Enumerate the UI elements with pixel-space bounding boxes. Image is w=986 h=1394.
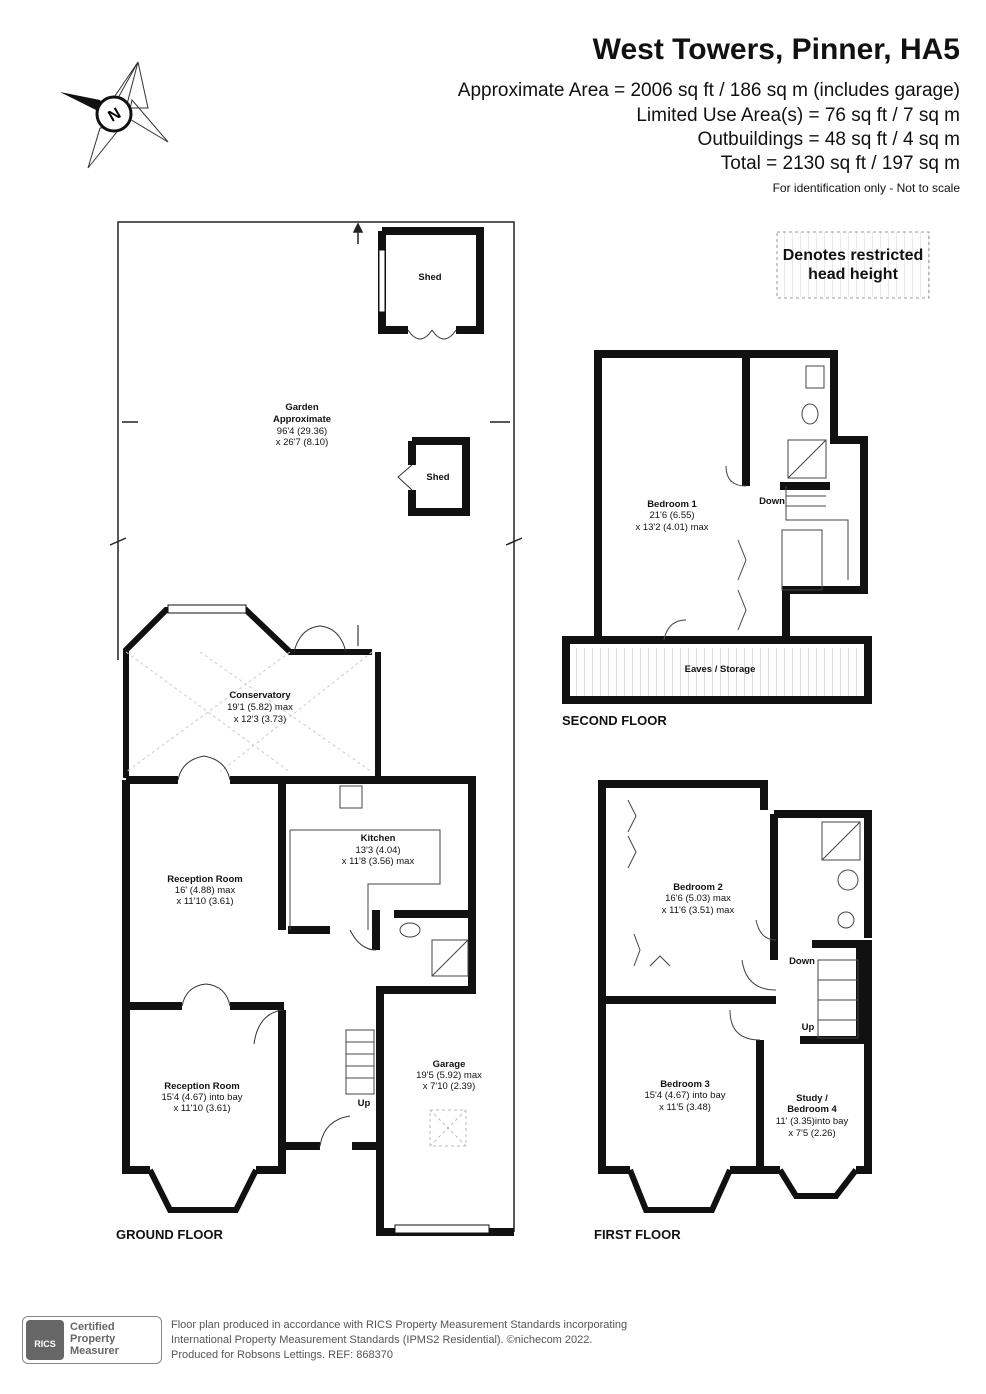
svg-text:96'4 (29.36): 96'4 (29.36): [277, 426, 327, 437]
first-stairs-up: Up: [802, 1022, 815, 1033]
rics-certified-logo: [22, 1316, 162, 1364]
first-floor-fixtures: [627, 799, 861, 1041]
svg-text:x 13'2 (4.01) max: x 13'2 (4.01) max: [635, 522, 708, 533]
svg-text:Garage: Garage: [433, 1059, 466, 1070]
restricted-height-legend: Denotes restricted head height: [776, 231, 930, 299]
svg-text:Study /: Study /: [796, 1093, 828, 1104]
svg-text:Reception Room: Reception Room: [167, 874, 242, 885]
shed-middle: [397, 437, 470, 516]
first-floor-label: FIRST FLOOR: [594, 1227, 681, 1242]
svg-text:11' (3.35)into bay: 11' (3.35)into bay: [776, 1116, 849, 1127]
svg-text:Bedroom 2: Bedroom 2: [673, 882, 723, 893]
first-stairs-down: Down: [789, 956, 815, 967]
reception-room-2-label: Reception Room 15'4 (4.67) into bay x 11…: [161, 1081, 242, 1114]
garage-skylight: [429, 1109, 467, 1147]
study-label: Study / Bedroom 4 11' (3.35)into bay x 7…: [776, 1093, 849, 1139]
ground-floor-walls: [122, 776, 514, 1236]
svg-text:x 11'8 (3.56) max: x 11'8 (3.56) max: [342, 856, 415, 867]
garage-label: Garage 19'5 (5.92) max x 7'10 (2.39): [416, 1059, 482, 1092]
first-bay-study: [777, 1168, 859, 1199]
svg-text:13'3 (4.04): 13'3 (4.04): [355, 845, 400, 856]
svg-text:19'5 (5.92) max: 19'5 (5.92) max: [416, 1070, 482, 1081]
bedroom-3-label: Bedroom 3 15'4 (4.67) into bay x 11'5 (3…: [644, 1079, 725, 1113]
scale-note: For identification only - Not to scale: [772, 181, 960, 195]
compass-icon: N: [60, 61, 169, 169]
svg-text:Approximate: Approximate: [273, 414, 331, 425]
ground-bay-window: [147, 1168, 259, 1213]
svg-text:Garden: Garden: [285, 402, 318, 413]
bedroom-2-label: Bedroom 2 16'6 (5.03) max x 11'6 (3.51) …: [662, 882, 735, 916]
svg-text:21'6 (6.55): 21'6 (6.55): [649, 510, 694, 521]
area-total: Total = 2130 sq ft / 197 sq m: [720, 153, 960, 174]
eaves-hatch: [570, 648, 864, 696]
svg-text:Bedroom 1: Bedroom 1: [647, 499, 697, 510]
ground-floor-label: GROUND FLOOR: [116, 1227, 223, 1242]
svg-text:x 11'10 (3.61): x 11'10 (3.61): [173, 1103, 230, 1114]
reception-room-1-label: Reception Room 16' (4.88) max x 11'10 (3…: [167, 874, 242, 907]
kitchen-label: Kitchen 13'3 (4.04) x 11'8 (3.56) max: [342, 833, 415, 867]
garden-label: Garden Approximate 96'4 (29.36) x 26'7 (…: [273, 402, 331, 448]
svg-text:Kitchen: Kitchen: [361, 833, 396, 844]
svg-text:x 11'5 (3.48): x 11'5 (3.48): [659, 1102, 711, 1113]
svg-text:Bedroom 3: Bedroom 3: [660, 1079, 710, 1090]
area-limited-use: Limited Use Area(s) = 76 sq ft / 7 sq m: [636, 105, 960, 126]
shed-mid-label: Shed: [426, 472, 449, 483]
second-stairs-down: Down: [759, 496, 785, 507]
sink-icon: [339, 785, 363, 809]
svg-text:x 11'10 (3.61): x 11'10 (3.61): [176, 896, 233, 907]
svg-text:x 26'7 (8.10): x 26'7 (8.10): [276, 437, 329, 448]
garage-door: [394, 1224, 490, 1234]
svg-text:Reception Room: Reception Room: [164, 1081, 239, 1092]
svg-text:x 11'6 (3.51) max: x 11'6 (3.51) max: [662, 905, 735, 916]
legend-line2: head height: [808, 266, 898, 283]
rics-certified-text: Certified Property Measurer: [70, 1321, 119, 1357]
svg-text:Bedroom 4: Bedroom 4: [787, 1104, 837, 1115]
ground-wc: [399, 922, 469, 977]
eaves-label: Eaves / Storage: [685, 664, 756, 675]
shed-top: [378, 227, 484, 340]
ground-doors: [177, 755, 377, 1147]
property-title: West Towers, Pinner, HA5: [592, 33, 960, 66]
bedroom-1-label: Bedroom 1 21'6 (6.55) x 13'2 (4.01) max: [635, 499, 708, 533]
ground-stairs-up: Up: [358, 1098, 371, 1109]
area-approximate: Approximate Area = 2006 sq ft / 186 sq m…: [457, 80, 960, 101]
shed-top-label: Shed: [418, 272, 441, 283]
svg-text:Conservatory: Conservatory: [229, 690, 291, 701]
conservatory-structure: [123, 604, 381, 780]
footer-disclaimer: Floor plan produced in accordance with R…: [171, 1319, 628, 1361]
svg-text:19'1 (5.82) max: 19'1 (5.82) max: [227, 702, 293, 713]
second-floor-label: SECOND FLOOR: [562, 713, 667, 728]
svg-text:15'4 (4.67) into bay: 15'4 (4.67) into bay: [161, 1092, 242, 1103]
ground-stairs: [345, 1029, 375, 1095]
svg-text:16'6 (5.03) max: 16'6 (5.03) max: [665, 893, 731, 904]
legend-line1: Denotes restricted: [783, 247, 924, 264]
svg-text:x 7'10 (2.39): x 7'10 (2.39): [423, 1081, 476, 1092]
first-bay-bedroom3: [627, 1168, 733, 1213]
svg-text:15'4 (4.67) into bay: 15'4 (4.67) into bay: [644, 1090, 725, 1101]
svg-text:x 7'5 (2.26): x 7'5 (2.26): [788, 1128, 835, 1139]
rics-mark: RICS: [26, 1320, 64, 1360]
first-floor-walls: [598, 780, 872, 1174]
kitchen-counter: [289, 829, 441, 930]
garden-boundary: [109, 221, 523, 1232]
conservatory-label: Conservatory 19'1 (5.82) max x 12'3 (3.7…: [227, 690, 293, 725]
svg-text:16' (4.88) max: 16' (4.88) max: [175, 885, 236, 896]
second-floor-fixtures: [663, 365, 849, 641]
svg-text:x 12'3 (3.73): x 12'3 (3.73): [234, 714, 287, 725]
area-outbuildings: Outbuildings = 48 sq ft / 4 sq m: [697, 129, 960, 150]
